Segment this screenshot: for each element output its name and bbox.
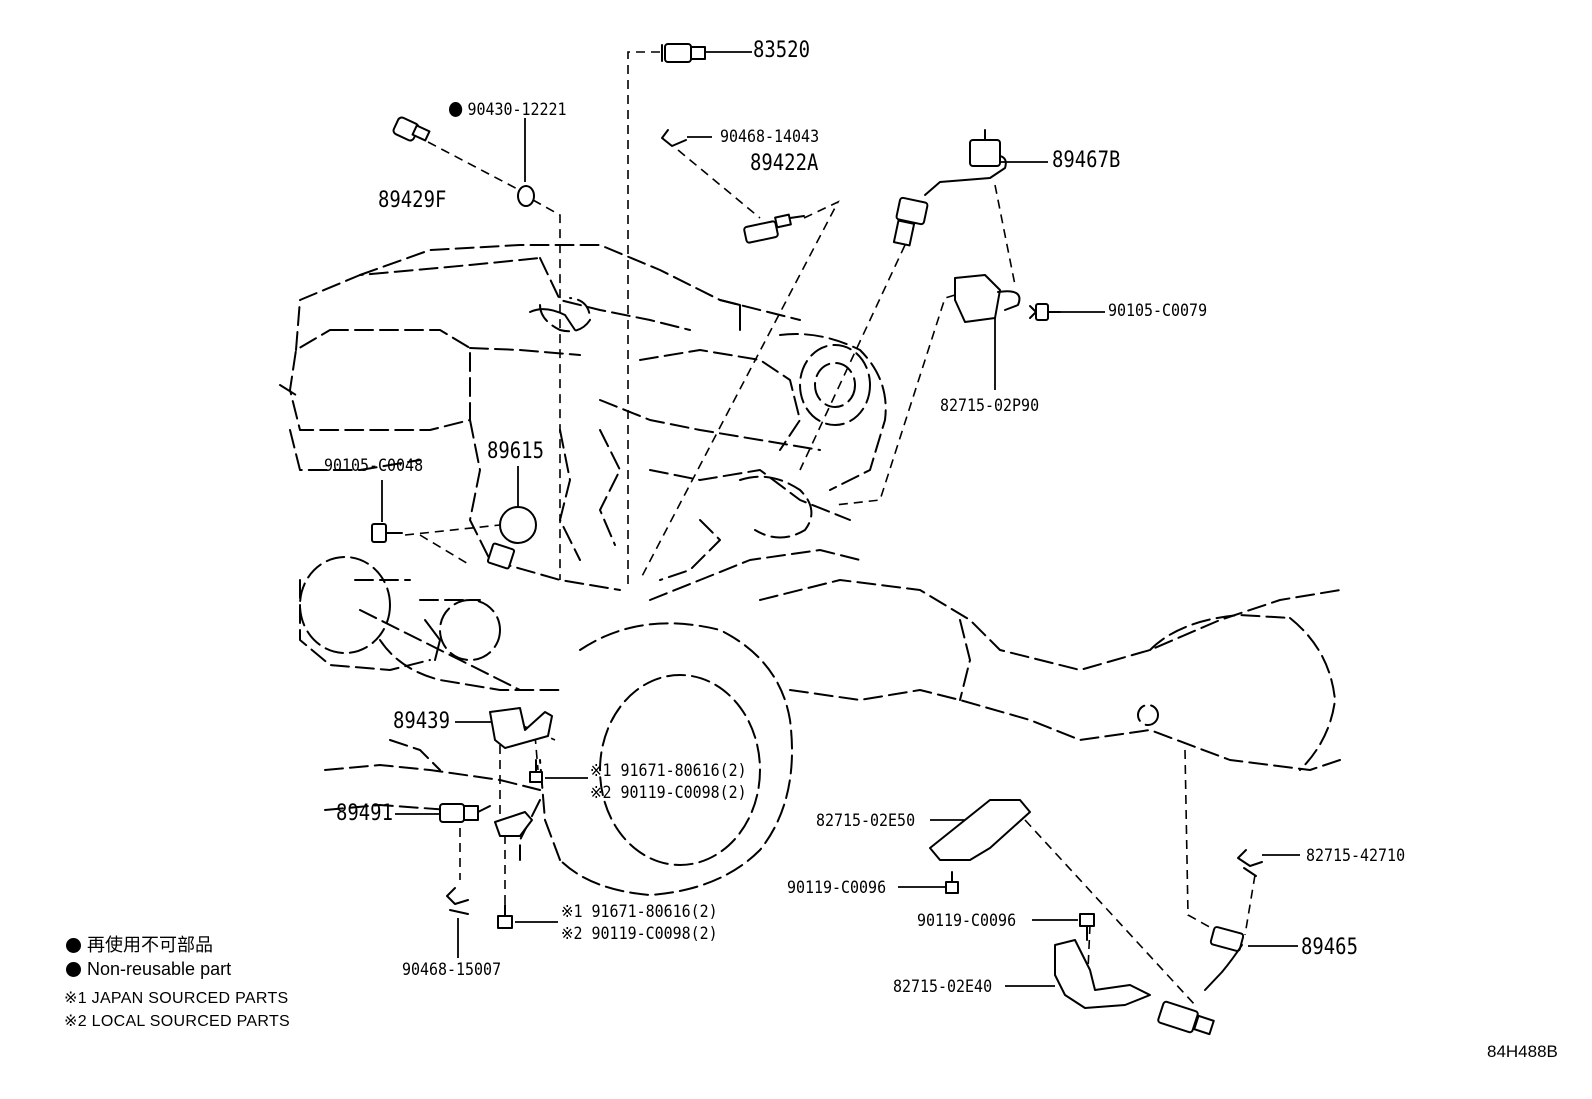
part-label-82715-02E40[interactable]: 82715-02E40 xyxy=(893,977,993,997)
part-number-90430-12221: 90430-12221 xyxy=(467,100,567,120)
part-label-89439[interactable]: 89439 xyxy=(393,709,450,734)
callout-upper-1[interactable]: ※1 91671-80616(2) xyxy=(590,761,747,781)
part-label-90468-14043[interactable]: 90468-14043 xyxy=(720,127,820,147)
filled-circle-icon xyxy=(449,102,463,117)
bolt-90105-C0079-shape xyxy=(1029,303,1061,321)
gasket-90430-shape xyxy=(517,185,535,207)
sensor-89491-shape xyxy=(439,803,491,823)
bracket-89439-shape xyxy=(489,707,553,749)
bolt-90105-C0048-shape xyxy=(371,523,403,543)
part-label-90430-12221[interactable]: 90430-12221 xyxy=(449,102,567,119)
callout-upper-2[interactable]: ※2 90119-C0098(2) xyxy=(590,783,747,803)
bracket-82715-02P90-shape xyxy=(954,274,1021,323)
part-label-90105-C0048[interactable]: 90105-C0048 xyxy=(324,456,424,476)
filled-circle-icon xyxy=(66,938,81,953)
legend-note-japan-sourced: ※1 JAPAN SOURCED PARTS xyxy=(64,990,289,1007)
bracket-lower-shape xyxy=(494,811,533,837)
bolt-90119-C0096-a-shape xyxy=(945,871,959,894)
clip-90468-14043-shape xyxy=(661,129,687,147)
part-label-89465[interactable]: 89465 xyxy=(1301,935,1358,960)
part-label-89429F[interactable]: 89429F xyxy=(378,188,447,213)
sensor-89615-shape xyxy=(486,506,537,570)
legend-jp-text: 再使用不可部品 xyxy=(87,935,213,955)
engine-outline xyxy=(279,244,1341,896)
part-label-90468-15007[interactable]: 90468-15007 xyxy=(402,960,502,980)
bracket-82715-02E50-shape xyxy=(929,799,1031,861)
part-label-90119-C0096-b[interactable]: 90119-C0096 xyxy=(917,911,1017,931)
bolt-upper-shape xyxy=(529,759,543,783)
callout-lower-2[interactable]: ※2 90119-C0098(2) xyxy=(561,924,718,944)
part-label-90105-C0079[interactable]: 90105-C0079 xyxy=(1108,301,1208,321)
sensor-89467B-shape xyxy=(892,129,1007,247)
diagram-code: 84H488B xyxy=(1487,1042,1558,1061)
callout-lower-1[interactable]: ※1 91671-80616(2) xyxy=(561,902,718,922)
clip-82715-42710-shape xyxy=(1237,849,1263,877)
sensor-89465-shape xyxy=(1157,926,1245,1036)
legend-note-local-sourced: ※2 LOCAL SOURCED PARTS xyxy=(64,1013,290,1030)
filled-circle-icon xyxy=(66,962,81,977)
legend-en-text: Non-reusable part xyxy=(87,959,232,979)
legend-non-reusable-en: Non-reusable part xyxy=(66,960,231,978)
bracket-82715-02E40-shape xyxy=(1054,939,1151,1009)
sensor-89429F-shape xyxy=(392,116,431,142)
reference-lines xyxy=(381,51,1300,987)
clip-90468-15007-shape xyxy=(446,887,469,915)
part-label-90119-C0096-a[interactable]: 90119-C0096 xyxy=(787,878,887,898)
part-label-89422A[interactable]: 89422A xyxy=(750,151,819,176)
part-label-82715-02P90[interactable]: 82715-02P90 xyxy=(940,396,1040,416)
part-label-82715-42710[interactable]: 82715-42710 xyxy=(1306,846,1406,866)
part-label-82715-02E50[interactable]: 82715-02E50 xyxy=(816,811,916,831)
part-label-89491[interactable]: 89491 xyxy=(336,801,393,826)
sensor-83520-shape xyxy=(661,43,706,63)
bolt-lower-shape xyxy=(497,904,513,929)
part-label-89615[interactable]: 89615 xyxy=(487,439,544,464)
sensor-89422A-shape xyxy=(743,213,805,244)
legend-non-reusable-jp: 再使用不可部品 xyxy=(66,936,213,954)
bolt-90119-C0096-b-shape xyxy=(1079,913,1095,941)
part-label-89467B[interactable]: 89467B xyxy=(1052,148,1121,173)
part-label-83520[interactable]: 83520 xyxy=(753,38,810,63)
